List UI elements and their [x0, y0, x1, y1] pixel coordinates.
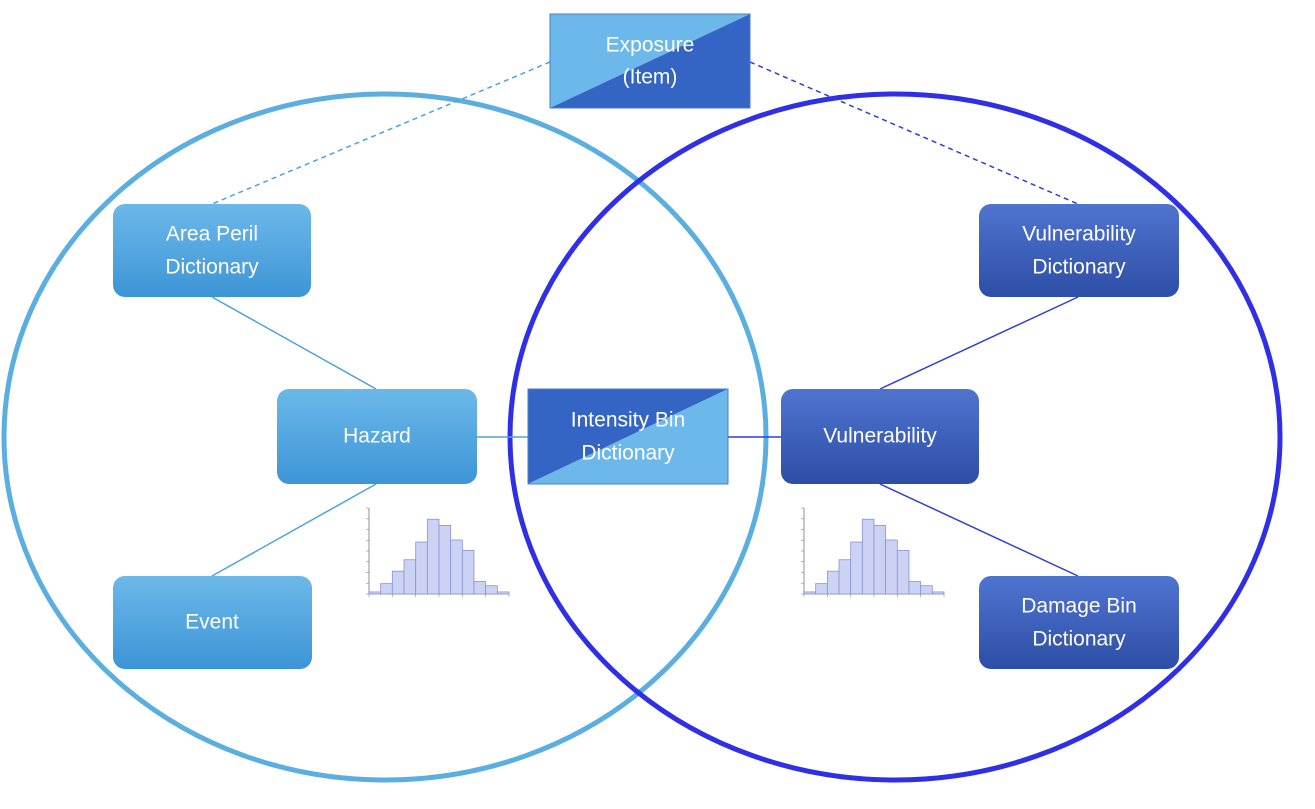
connector-area-peril-hazard	[211, 296, 377, 390]
histogram-bar	[438, 525, 452, 595]
histogram-bar	[415, 541, 428, 595]
histogram-bar	[803, 591, 817, 595]
exposure-line2: (Item)	[623, 66, 678, 89]
histogram-bar	[450, 539, 463, 595]
histogram-bar	[908, 581, 922, 595]
connector-exposure-vulnerability-dictionary	[749, 61, 1079, 205]
histogram-bar	[931, 591, 945, 595]
connector-hazard-event	[211, 483, 377, 577]
histogram-bar	[496, 591, 510, 595]
vulnerability-histogram	[801, 507, 945, 597]
exposure-item-node[interactable]: Exposure (Item)	[549, 13, 751, 109]
area-peril-dictionary-node[interactable]: Area Peril Dictionary	[113, 204, 311, 297]
intensity-bin-line1: Intensity Bin	[571, 409, 685, 432]
histogram-bar	[885, 539, 898, 595]
histogram-bar	[850, 541, 863, 595]
histogram-bar	[368, 591, 382, 595]
histogram-bar	[920, 585, 933, 595]
histogram-bar	[873, 525, 887, 595]
histogram-bar	[896, 549, 910, 595]
connector-vulnerability-dictionary	[879, 296, 1079, 390]
histogram-bar	[391, 570, 405, 595]
damage-bin-dictionary-node[interactable]: Damage Bin Dictionary	[979, 576, 1179, 669]
area-peril-line1: Area Peril	[166, 223, 258, 246]
histogram-bar	[403, 559, 417, 595]
connector-exposure-area-peril	[211, 61, 551, 205]
exposure-line1: Exposure	[606, 34, 695, 57]
event-node[interactable]: Event	[113, 576, 312, 669]
vulnerability-dictionary-node[interactable]: Vulnerability Dictionary	[979, 204, 1179, 297]
damage-bin-line2: Dictionary	[1032, 628, 1126, 651]
histogram-bar	[426, 518, 440, 595]
vulnerability-dict-line2: Dictionary	[1032, 256, 1126, 279]
histogram-bar	[473, 581, 487, 595]
intensity-bin-dictionary-node[interactable]: Intensity Bin Dictionary	[527, 388, 729, 485]
histogram-bar	[826, 570, 840, 595]
event-label: Event	[185, 611, 239, 634]
vulnerability-node[interactable]: Vulnerability	[781, 389, 979, 484]
hazard-histogram	[366, 507, 510, 597]
connector-vulnerability-damage-bin	[879, 483, 1079, 577]
histogram-bar	[461, 549, 475, 595]
histogram-bar	[838, 559, 852, 595]
histogram-bar	[380, 583, 393, 595]
intensity-bin-line2: Dictionary	[581, 442, 675, 465]
histogram-bar	[861, 518, 875, 595]
histogram-bar	[485, 585, 498, 595]
vulnerability-label: Vulnerability	[823, 425, 937, 448]
hazard-node[interactable]: Hazard	[277, 389, 477, 484]
area-peril-line2: Dictionary	[165, 256, 259, 279]
vulnerability-dict-line1: Vulnerability	[1022, 223, 1136, 246]
histogram-bar	[815, 583, 828, 595]
hazard-label: Hazard	[343, 425, 411, 448]
damage-bin-line1: Damage Bin	[1021, 595, 1137, 618]
